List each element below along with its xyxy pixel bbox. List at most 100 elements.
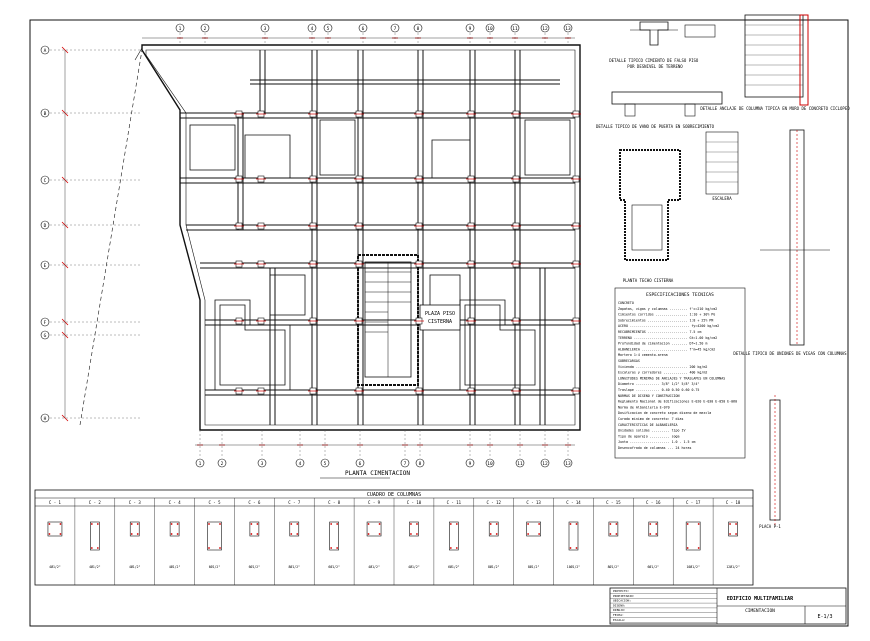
column-header: C - 17 bbox=[686, 500, 701, 505]
column-section bbox=[47, 521, 63, 537]
column-section bbox=[648, 521, 659, 537]
title-block-row: PROPIETARIO: bbox=[613, 594, 635, 598]
axis-label-row: H bbox=[44, 416, 47, 422]
spec-line: Traslape ............ 0.40 0.50 0.60 0.7… bbox=[618, 388, 699, 392]
axis-bubble-row bbox=[40, 108, 50, 118]
axis-label-bottom: 13 bbox=[565, 461, 571, 467]
column-reinforcement: 8Ø1/2" bbox=[528, 564, 540, 569]
axis-label-top: 9 bbox=[469, 26, 472, 32]
axis-label-bottom: 10 bbox=[487, 461, 493, 467]
column-section bbox=[488, 521, 499, 537]
column-section bbox=[568, 521, 579, 551]
sheet-border bbox=[29, 19, 849, 627]
axis-label-top: 1 bbox=[179, 26, 182, 32]
column-header: C - 18 bbox=[726, 500, 741, 505]
specs-title: ESPECIFICACIONES TECNICAS bbox=[646, 292, 714, 298]
spec-line: CONCRETO bbox=[618, 301, 634, 305]
spec-line: CARACTERISTICAS DE ALBANILERIA bbox=[618, 423, 678, 427]
core-sublabel: CISTERNA bbox=[428, 319, 452, 325]
core-label: PLAZA PISO bbox=[425, 311, 455, 317]
axis-label-bottom: 5 bbox=[324, 461, 327, 467]
spec-line: SOBRECARGAS bbox=[618, 359, 640, 363]
column-header: C - 15 bbox=[606, 500, 621, 505]
axis-bubble-row bbox=[40, 330, 50, 340]
project-name: EDIFICIO MULTIFAMILIAR bbox=[727, 596, 794, 602]
axis-bubble-top bbox=[485, 23, 495, 33]
column-reinforcement: 6Ø1/2" bbox=[648, 564, 660, 569]
title-block: PROYECTO:PROPIETARIO:UBICACION:DISENO:DI… bbox=[609, 587, 847, 625]
axis-label-top: 4 bbox=[311, 26, 314, 32]
axis-bubble-row bbox=[40, 317, 50, 327]
column-section bbox=[608, 521, 619, 537]
falso-piso-caption: DETALLE TIPICO CIMIENTO DE FALSO PISO PO… bbox=[609, 58, 701, 69]
spec-line: Tipo de aparejo .......... soga bbox=[618, 434, 680, 438]
title-block-row: FECHA: bbox=[613, 613, 624, 617]
axis-bubble-bottom bbox=[540, 458, 550, 468]
spec-line: NORMAS DE DISENO Y CONSTRUCCION bbox=[618, 394, 680, 398]
detail-cisterna: PLANTA TECHO CISTERNA bbox=[619, 149, 681, 283]
axis-label-row: G bbox=[44, 333, 47, 339]
axis-label-row: A bbox=[44, 48, 47, 54]
axis-bubble-bottom bbox=[320, 458, 330, 468]
column-section bbox=[129, 521, 140, 537]
column-section bbox=[728, 521, 738, 537]
column-reinforcement: 8Ø1/2" bbox=[488, 564, 500, 569]
column-reinforcement: 4Ø1/2" bbox=[49, 564, 61, 569]
axis-bubble-bottom bbox=[515, 458, 525, 468]
column-header: C - 13 bbox=[526, 500, 541, 505]
title-block-rows: PROYECTO:PROPIETARIO:UBICACION:DISENO:DI… bbox=[610, 589, 717, 623]
column-section bbox=[207, 521, 222, 551]
vertical-walls bbox=[237, 50, 546, 425]
column-header: C - 4 bbox=[169, 500, 182, 505]
spec-line: Desencofrado de columnas ... 24 horas bbox=[618, 446, 691, 450]
spec-line: Junta .................... 1.0 - 1.5 cm bbox=[618, 440, 695, 444]
column-section bbox=[169, 521, 180, 537]
axis-bubble-top bbox=[390, 23, 400, 33]
axis-bubble-bottom bbox=[217, 458, 227, 468]
axis-bubble-top bbox=[307, 23, 317, 33]
anclaje-caption: DETALLE ANCLAJE DE COLUMNA TIPICA EN MUR… bbox=[700, 106, 850, 111]
cisterna-caption: PLANTA TECHO CISTERNA bbox=[623, 278, 674, 283]
column-header: C - 6 bbox=[248, 500, 261, 505]
axis-bubble-bottom bbox=[257, 458, 267, 468]
title-block-row: DISENO: bbox=[613, 603, 626, 607]
spec-line: Profundidad de cimentacion ........ Df=1… bbox=[618, 342, 707, 346]
axis-bubble-row bbox=[40, 413, 50, 423]
spec-line: ACERO .............................. fy=… bbox=[618, 324, 719, 328]
spec-line: Curado minimo de concreto: 7 dias bbox=[618, 417, 684, 421]
escalera-caption: ESCALERA bbox=[712, 196, 732, 201]
specs-block: ESPECIFICACIONES TECNICAS CONCRETO Zapata… bbox=[614, 287, 746, 459]
spec-line: Dosificacion de concreto segun diseno de… bbox=[618, 411, 711, 415]
column-header: C - 10 bbox=[407, 500, 422, 505]
axis-label-top: 7 bbox=[394, 26, 397, 32]
column-reinforcement: 8Ø1/2" bbox=[608, 564, 620, 569]
vigas-caption: DETALLE TIPICO DE UNIONES DE VIGAS CON C… bbox=[733, 351, 847, 356]
column-header: C - 2 bbox=[89, 500, 102, 505]
column-header: C - 7 bbox=[288, 500, 301, 505]
axis-bubble-bottom bbox=[485, 458, 495, 468]
detail-muro: DETALLE ANCLAJE DE COLUMNA TIPICA EN MUR… bbox=[684, 14, 850, 111]
spec-line: LONGITUDES MINIMAS DE ANCLAJES Y TRASLAP… bbox=[618, 376, 725, 380]
column-section bbox=[685, 521, 701, 551]
axis-label-top: 2 bbox=[204, 26, 207, 32]
foundation-plan: PLAZA PISO CISTERNA bbox=[79, 44, 581, 431]
spec-line: Zapatas, vigas y columnas ......... f'c=… bbox=[618, 307, 717, 311]
column-section bbox=[526, 521, 541, 537]
axis-label-top: 6 bbox=[362, 26, 365, 32]
column-reinforcement: 6Ø1/2" bbox=[249, 564, 261, 569]
plan-name: CIMENTACION bbox=[745, 608, 775, 614]
axis-label-row: D bbox=[44, 223, 47, 229]
column-header: C - 16 bbox=[646, 500, 661, 505]
column-header: C - 11 bbox=[447, 500, 462, 505]
title-block-row: PROYECTO: bbox=[613, 589, 629, 593]
spec-line: ALBANILERIA ....................... f'm=… bbox=[618, 347, 715, 351]
column-header: C - 8 bbox=[328, 500, 341, 505]
spec-line: Escaleras y corredores ............ 400 … bbox=[618, 371, 707, 375]
axis-label-top: 3 bbox=[264, 26, 267, 32]
column-section bbox=[90, 521, 100, 551]
plan-outline bbox=[141, 44, 581, 431]
axis-bubble-row bbox=[40, 220, 50, 230]
axis-label-row: E bbox=[44, 263, 47, 269]
